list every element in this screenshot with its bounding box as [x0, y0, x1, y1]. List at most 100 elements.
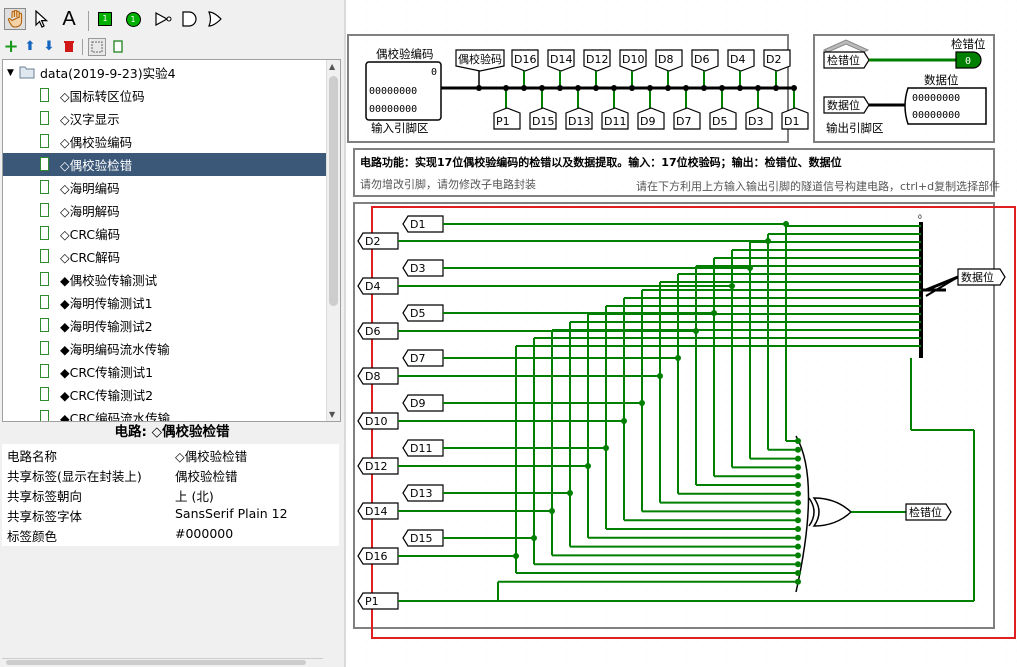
split-divider[interactable] [344, 0, 346, 667]
prop-row[interactable]: 共享标签朝向上 (北) [2, 484, 339, 504]
wire-junction [795, 499, 801, 506]
tree-root[interactable]: ▼ data(2019-9-23)实验4 [3, 61, 326, 84]
tree-item-label: ◇偶校验编码 [60, 135, 133, 150]
top-tunnel [547, 49, 575, 72]
xor-gate-curve [808, 497, 815, 527]
expand-icon[interactable]: ▼ [7, 67, 14, 78]
or-gate-icon[interactable] [204, 8, 226, 30]
scroll-thumb[interactable] [329, 76, 338, 306]
wire-junction [795, 438, 801, 444]
tree-item[interactable]: ◇汉字显示 [3, 107, 326, 130]
data-pin-value: 00000000 [912, 110, 960, 121]
tree-item[interactable]: ◆海明编码流水传输 [3, 337, 326, 360]
in-pin-group-label: 输入引脚区 [371, 121, 429, 135]
top-tunnel-label: D16 [514, 53, 536, 66]
scroll-up-icon[interactable]: ▲ [329, 62, 336, 71]
circuit-icon [40, 180, 49, 194]
bottom-tunnel [709, 107, 737, 130]
tree-item[interactable]: ◆CRC传输测试2 [3, 383, 326, 406]
prop-value[interactable]: SansSerif Plain 12 [175, 506, 288, 521]
text-tool-icon[interactable]: A [58, 8, 80, 30]
top-tunnel [691, 49, 719, 72]
output-pin-glyph: 1 [125, 11, 141, 27]
move-down-icon[interactable]: ⬇ [43, 38, 55, 54]
top-tunnel [583, 49, 611, 72]
bottom-tunnel [529, 107, 557, 130]
props-hscroll-thumb[interactable] [6, 660, 306, 665]
and-gate-icon[interactable] [178, 8, 200, 30]
out-err-tunnel [905, 503, 952, 521]
left-tunnel-label: D10 [365, 415, 387, 428]
wire-junction [791, 85, 797, 91]
top-tunnel [655, 49, 683, 72]
prop-value[interactable]: ◇偶校验检错 [175, 449, 248, 464]
tree-item[interactable]: ◆海明传输测试2 [3, 314, 326, 337]
out-data-tunnel [957, 268, 1006, 286]
wire-junction [611, 85, 617, 91]
wire-junction [795, 464, 801, 471]
left-tunnel-label: D8 [365, 370, 380, 383]
layout-icon[interactable] [110, 38, 126, 54]
bottom-tunnel-label: D7 [676, 115, 691, 128]
out-data-tunnel-label: 数据位 [961, 270, 994, 284]
tree-item[interactable]: ◇CRC编码 [3, 222, 326, 245]
tree-item[interactable]: ◆海明传输测试1 [3, 291, 326, 314]
hand-icon[interactable] [4, 8, 26, 30]
bottom-tunnel-label: D1 [784, 115, 799, 128]
tree-item[interactable]: ◇海明解码 [3, 199, 326, 222]
tree-item[interactable]: ◇偶校验编码 [3, 130, 326, 153]
tree-scrollbar[interactable]: ▲ ▼ [326, 60, 340, 421]
wire-junction [795, 578, 801, 585]
tree-item[interactable]: ◆CRC传输测试1 [3, 360, 326, 383]
err-pin-value: 0 [965, 56, 971, 67]
circuit-icon [40, 318, 49, 332]
out-err-tunnel-label: 检错位 [909, 505, 942, 519]
project-toolbar: + ⬆ ⬇ [0, 36, 344, 58]
left-tunnel-label: D1 [410, 218, 425, 231]
prop-value[interactable]: 上 (北) [175, 489, 214, 504]
toolbar-separator [88, 11, 89, 31]
add-circuit-icon[interactable]: + [3, 35, 19, 57]
not-gate-icon[interactable] [152, 8, 174, 30]
prop-value[interactable]: #000000 [175, 526, 234, 541]
wire-junction [593, 85, 599, 91]
tree-item[interactable]: ◇偶校验检错 [3, 153, 326, 176]
prop-row[interactable]: 电路名称◇偶校验检错 [2, 444, 339, 464]
props-hscroll[interactable] [2, 658, 323, 667]
delete-circuit-icon[interactable] [61, 38, 77, 54]
wire-junction [665, 85, 671, 91]
tree-item-label: ◇汉字显示 [60, 112, 120, 127]
data-tunnel-label: 数据位 [827, 98, 860, 112]
left-tunnel-label: D13 [410, 487, 432, 500]
tree-item-label: ◇CRC解码 [60, 250, 121, 265]
bottom-tunnel [493, 107, 521, 130]
move-up-icon[interactable]: ⬆ [24, 38, 36, 54]
encoder-input-pin [365, 61, 442, 121]
top-tunnel-label: D4 [730, 53, 745, 66]
left-tunnel-label: D3 [410, 262, 425, 275]
tree-item[interactable]: ◇海明编码 [3, 176, 326, 199]
description-frame [353, 148, 995, 197]
tree-item-label: ◆偶校验传输测试 [60, 273, 158, 288]
tree-item[interactable]: ◇CRC解码 [3, 245, 326, 268]
appearance-icon[interactable] [88, 38, 106, 56]
tree-item[interactable]: ◇国标转区位码 [3, 84, 326, 107]
wire-junction [795, 517, 801, 524]
output-pin-icon[interactable]: 1 [122, 8, 144, 30]
top-tunnel-label: D6 [694, 53, 709, 66]
wire-junction [773, 85, 779, 91]
input-pin-icon[interactable]: 1 [94, 8, 116, 30]
err-output-pin [955, 51, 982, 69]
prop-value[interactable]: 偶校验检错 [175, 469, 238, 484]
props-title: 电路: ◇偶校验检错 [114, 424, 230, 440]
arrow-icon[interactable] [30, 8, 52, 30]
tree-item[interactable]: ◆CRC编码流水传输 [3, 406, 326, 421]
prop-row[interactable]: 标签颜色#000000 [2, 524, 339, 544]
tree-root-label: data(2019-9-23)实验4 [40, 66, 176, 81]
tree-item[interactable]: ◆偶校验传输测试 [3, 268, 326, 291]
scroll-down-icon[interactable]: ▼ [329, 410, 336, 419]
prop-row[interactable]: 共享标签(显示在封装上)偶校验检错 [2, 464, 339, 484]
